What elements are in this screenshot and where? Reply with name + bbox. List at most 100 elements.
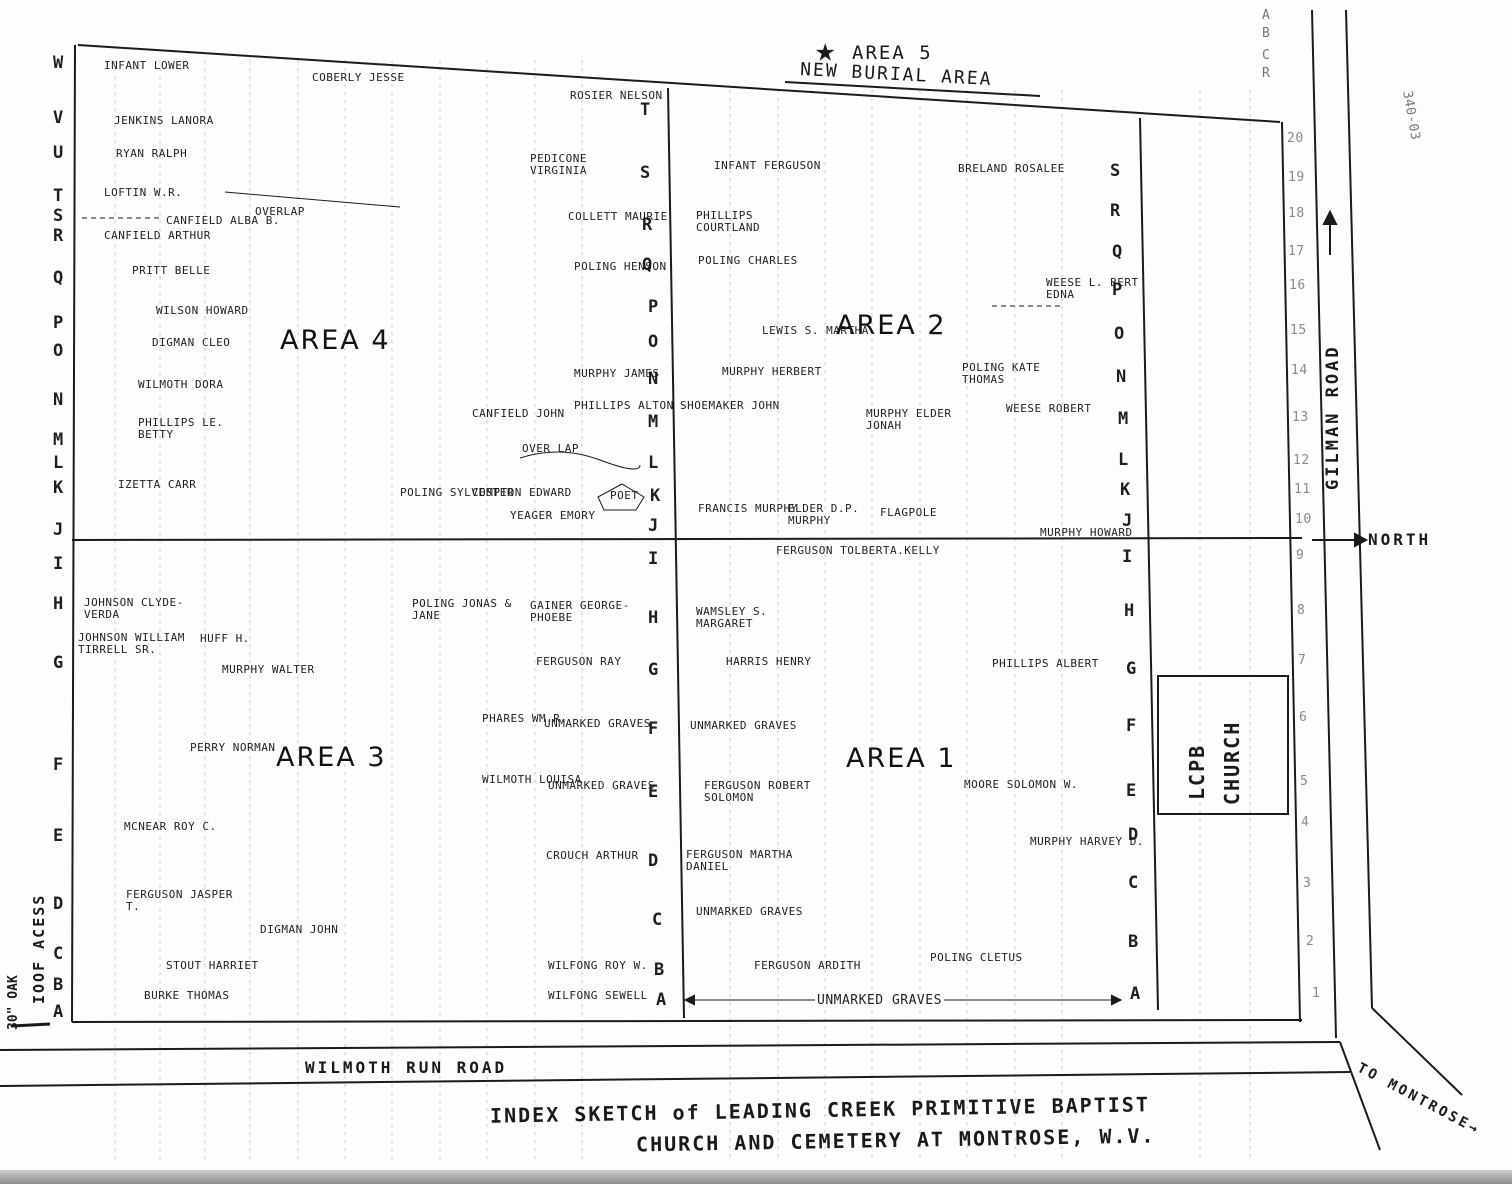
area1-grave-3: HARRIS HENRY [726,655,812,668]
area4-grave-24: MURPHY JAMES [574,367,660,380]
area1-grave-8: FERGUSON MARTHA DANIEL [686,848,793,873]
area2-grave-5: LEWIS S. MARTHA [762,324,869,337]
mid-rows-7: M [648,412,659,432]
col-nums-3: 17 [1288,244,1305,259]
col-nums-8: 12 [1293,453,1310,468]
mid-rows-19: A [656,990,667,1010]
area2-grave-8: SHOEMAKER JOHN [680,399,780,412]
unmarked-graves-bottom: UNMARKED GRAVES [815,993,944,1008]
mid-rows-6: N [648,369,659,389]
area3-grave-10: WILMOTH LOUISA [482,773,582,786]
right-rows-8: K [1120,480,1131,500]
left-rows-15: H [53,594,64,614]
area1-grave-10: UNMARKED GRAVES [696,905,803,918]
mid-rows-17: C [652,910,663,930]
area3-grave-4: POLING JONAS & JANE [412,597,512,622]
right-rows-4: O [1114,324,1125,344]
area3-grave-12: MCNEAR ROY C. [124,820,217,833]
area2-grave-3: POLING CHARLES [698,254,798,267]
area4-grave-22: COLLETT MAURIE [568,210,668,223]
left-rows-21: B [53,975,64,995]
area4-grave-7: OVERLAP [255,205,305,218]
mid-rows-1: S [640,163,651,183]
area3-grave-11: UNMARKED GRAVES [548,779,655,792]
area1-grave-0: FERGUSON TOLBERT [776,544,890,557]
area4-grave-12: PHILLIPS LE. BETTY [138,416,224,441]
area4-grave-5: CANFIELD ALBA B. [166,214,280,227]
area2-grave-13: FLAGPOLE [880,506,937,519]
mid-rows-9: K [650,486,661,506]
col-nums-18: 2 [1306,934,1315,949]
area5-label: AREA 5 [852,42,933,64]
area3-grave-16: STOUT HARRIET [166,959,259,972]
col-nums-11: 9 [1296,548,1305,563]
area4-grave-18: OVER LAP [522,442,579,455]
area1-grave-2: WAMSLEY S. MARGARET [696,605,768,630]
area3-grave-9: PERRY NORMAN [190,741,276,754]
col-nums-7: 13 [1292,410,1309,425]
area2-grave-10: WEESE ROBERT [1006,402,1092,415]
area3-grave-2: HUFF H. [200,632,250,645]
area2-grave-11: FRANCIS MURPHY [698,502,798,515]
left-rows-18: E [53,826,64,846]
left-rows-16: G [53,653,64,673]
right-rows-10: I [1122,547,1133,567]
col-nums-6: 14 [1291,363,1308,378]
col-nums-12: 8 [1297,603,1306,618]
area4-grave-6: CANFIELD ARTHUR [104,229,211,242]
area3-grave-13: CROUCH ARTHUR [546,849,639,862]
col-nums-10: 10 [1295,512,1312,527]
col-nums-2: 18 [1288,206,1305,221]
col-nums-14: 6 [1299,710,1308,725]
area2-grave-14: MURPHY HOWARD [1040,526,1133,539]
wilmoth-run-road-label: WILMOTH RUN ROAD [305,1058,508,1077]
area4-grave-13: IZETTA CARR [118,478,197,491]
left-rows-0: W [53,53,64,73]
left-rows-7: P [53,313,64,333]
left-rows-1: V [53,108,64,128]
right-rows-5: N [1116,367,1127,387]
area3-grave-0: JOHNSON CLYDE-VERDA [84,596,184,621]
area3-grave-7: PHARES WM.R. [482,712,568,725]
area1-grave-7: MOORE SOLOMON W. [964,778,1078,791]
area1-grave-9: MURPHY HARVEY D. [1030,835,1144,848]
left-rows-9: N [53,390,64,410]
col-nums-15: 5 [1300,774,1309,789]
area-4-label: AREA 4 [280,325,391,356]
area4-grave-3: RYAN RALPH [116,147,188,160]
col-nums-0: 20 [1287,131,1304,146]
mid-rows-2: R [642,215,653,235]
right-rows-7: L [1118,450,1129,470]
area2-grave-12: ELDER D.P. MURPHY [788,502,860,527]
area4-grave-20: ROSIER NELSON [570,89,663,102]
area3-grave-8: UNMARKED GRAVES [544,717,651,730]
area1-grave-4: PHILLIPS ALBERT [992,657,1099,670]
mid-rows-13: G [648,660,659,680]
left-rows-6: Q [53,268,64,288]
area2-grave-0: INFANT FERGUSON [714,159,821,172]
area4-grave-2: JENKINS LANORA [114,114,214,127]
right-rows-17: B [1128,932,1139,952]
area3-grave-14: FERGUSON JASPER T. [126,888,233,913]
area4-grave-8: PRITT BELLE [132,264,211,277]
gilman-road-label: GILMAN ROAD [1323,344,1343,490]
mid-rows-15: E [648,782,659,802]
area2-grave-1: BRELAND ROSALEE [958,162,1065,175]
area4-grave-4: LOFTIN W.R. [104,186,183,199]
col-nums-1: 19 [1288,170,1305,185]
right-rows-11: H [1124,601,1135,621]
left-rows-3: T [53,186,64,206]
area3-grave-17: WILFONG ROY W. [548,959,648,972]
area2-grave-7: POLING KATE THOMAS [962,361,1041,386]
left-rows-12: K [53,478,64,498]
area4-grave-21: PEDICONE VIRGINIA [530,152,587,177]
area1-grave-11: FERGUSON ARDITH [754,959,861,972]
area4-grave-10: DIGMAN CLEO [152,336,231,349]
area3-grave-6: FERGUSON RAY [536,655,622,668]
area4-grave-11: WILMOTH DORA [138,378,224,391]
area4-grave-23: POLING HENSON [574,260,667,273]
area3-grave-18: BURKE THOMAS [144,989,230,1002]
left-rows-5: R [53,226,64,246]
left-rows-13: J [53,520,64,540]
